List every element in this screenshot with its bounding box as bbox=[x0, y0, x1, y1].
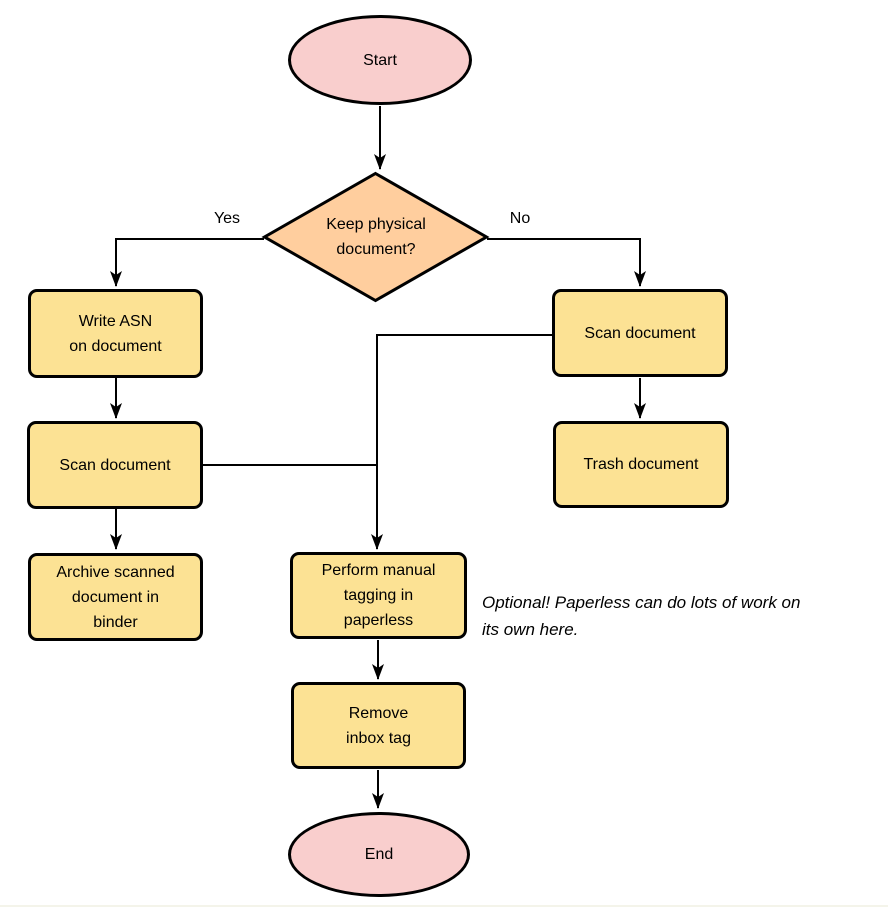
edge-decision-yes-to-write-asn bbox=[110, 238, 264, 287]
process-remove-inbox-tag-label: Remove inbox tag bbox=[346, 704, 411, 747]
optional-note: Optional! Paperless can do lots of work … bbox=[482, 593, 801, 639]
process-scan-document-left: Scan document bbox=[27, 421, 203, 509]
process-trash-document: Trash document bbox=[553, 421, 729, 508]
decision-keep-physical-document: Keep physical document? bbox=[276, 172, 476, 302]
process-archive-scanned-document: Archive scanned document in binder bbox=[28, 553, 203, 641]
terminator-end: End bbox=[288, 812, 470, 897]
terminator-start: Start bbox=[288, 15, 472, 105]
process-perform-manual-tagging: Perform manual tagging in paperless bbox=[290, 552, 467, 639]
terminator-end-label: End bbox=[364, 846, 394, 863]
process-archive-label: Archive scanned document in binder bbox=[56, 563, 175, 631]
edge-label-yes: Yes bbox=[213, 210, 241, 227]
process-tagging-label: Perform manual tagging in paperless bbox=[321, 562, 436, 629]
decision-label: Keep physical document? bbox=[326, 216, 426, 258]
terminator-start-label: Start bbox=[363, 51, 397, 69]
edge-decision-no-to-scan-right bbox=[487, 238, 646, 287]
edge-label-no: No bbox=[509, 210, 531, 227]
process-trash-document-label: Trash document bbox=[583, 456, 699, 473]
process-scan-document-left-label: Scan document bbox=[59, 456, 171, 474]
page-bottom-border bbox=[0, 905, 888, 907]
edge-scan-right-to-tagging bbox=[371, 334, 552, 550]
process-scan-document-right: Scan document bbox=[552, 289, 728, 377]
decision-diamond-shape bbox=[261, 171, 490, 303]
process-write-asn-label: Write ASN on document bbox=[69, 312, 162, 355]
process-write-asn-on-document: Write ASN on document bbox=[28, 289, 203, 378]
process-scan-document-right-label: Scan document bbox=[584, 324, 696, 342]
process-remove-inbox-tag: Remove inbox tag bbox=[291, 682, 466, 769]
